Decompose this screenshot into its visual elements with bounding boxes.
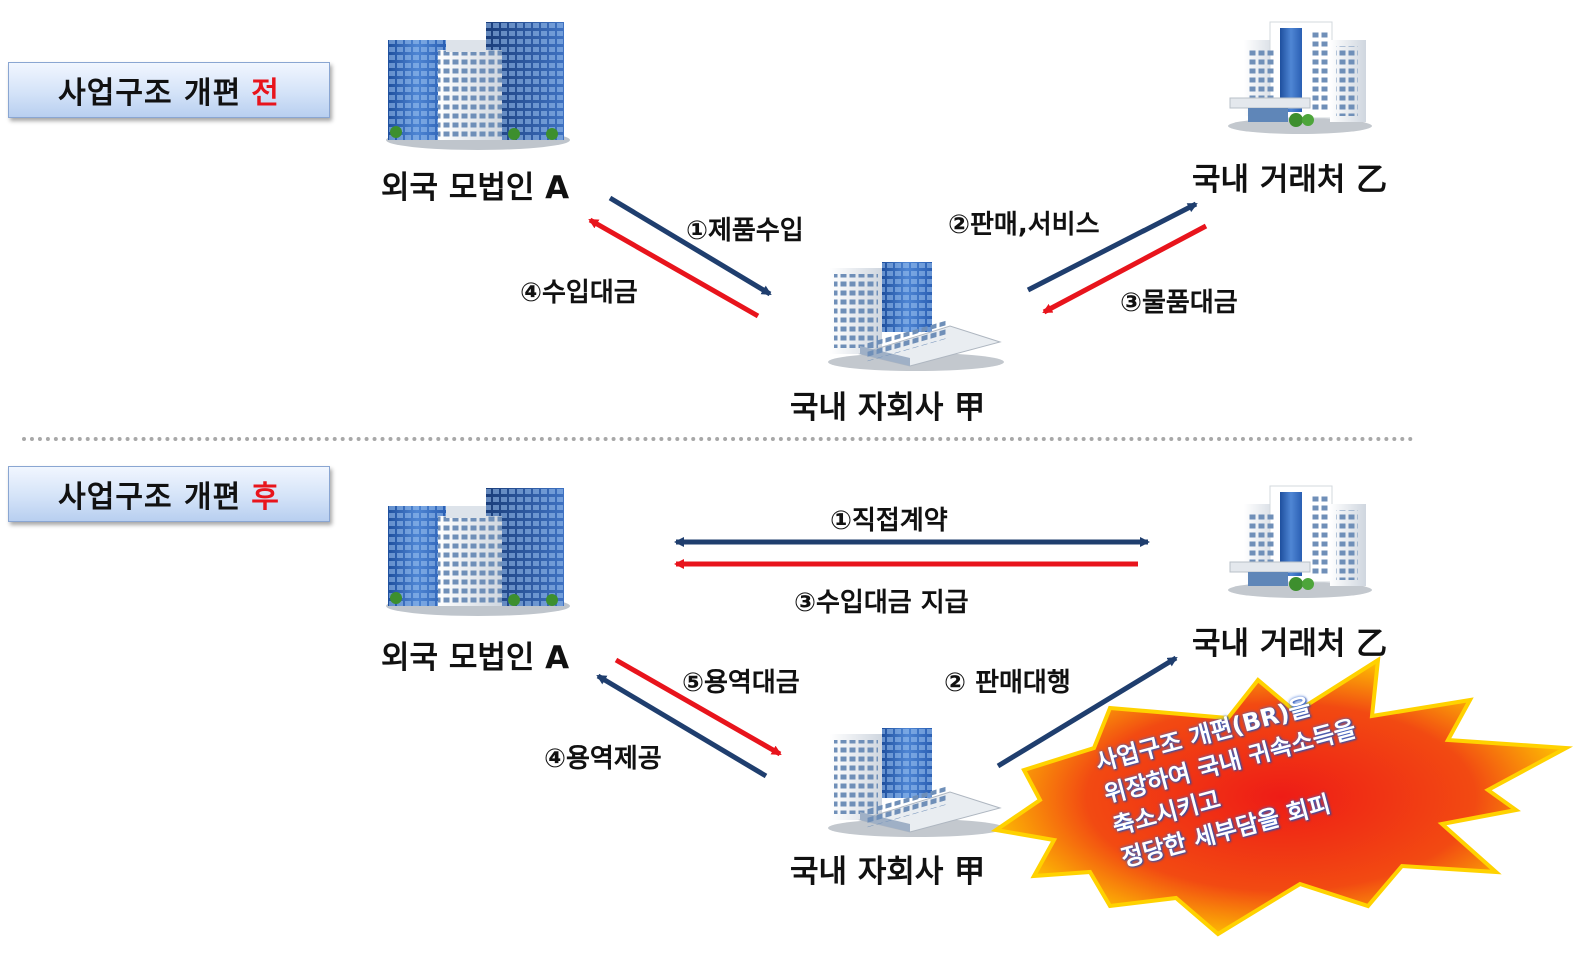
explosion-callout-shape [990,656,1574,937]
hospital-building-icon [1227,485,1373,599]
arrow-sales-service [1026,201,1198,293]
subsidiary-label: 국내 자회사 甲 [790,854,986,890]
client-label: 국내 거래처 乙 [1192,626,1388,662]
arrow-product-import [608,195,772,297]
section-label-accent: 전 [251,76,280,111]
flow-import-payment-label: ④수입대금 [520,278,638,308]
parent-company-label: 외국 모법인 A [381,640,570,676]
arrow-service-fee [614,657,782,757]
section-label-after: 사업구조 개편 후 [8,466,330,522]
arrow-sales-agency [996,655,1178,769]
corporate-office-icon [827,261,1005,372]
arrow-import-payment [588,217,760,319]
flow-service-fee-label: ⑤용역대금 [682,668,800,698]
office-tower-icon [386,22,570,150]
subsidiary-label: 국내 자회사 甲 [790,390,986,426]
client-label: 국내 거래처 乙 [1192,162,1388,198]
flow-service-provision-label: ④용역제공 [544,744,662,774]
hospital-building-icon [1227,21,1373,135]
flow-product-import-label: ①제품수입 [686,216,804,246]
section-label-accent: 후 [251,480,280,515]
corporate-office-icon [827,727,1005,838]
flow-import-payment-after-label: ③수입대금 지급 [794,588,969,618]
arrow-service-provision [596,673,768,779]
flow-sales-service-label: ②판매,서비스 [948,210,1100,240]
flow-direct-contract-label: ①직접계약 [830,506,948,536]
section-label-before: 사업구조 개편 전 [8,62,330,118]
office-tower-icon [386,488,570,616]
section-label-text: 사업구조 개편 [58,480,242,515]
flow-sales-agency-label: ② 판매대행 [944,668,1071,698]
section-label-text: 사업구조 개편 [58,76,242,111]
section-divider [22,437,1414,441]
parent-company-label: 외국 모법인 A [381,170,570,206]
arrow-goods-payment [1042,223,1208,315]
flow-goods-payment-label: ③물품대금 [1120,288,1238,318]
